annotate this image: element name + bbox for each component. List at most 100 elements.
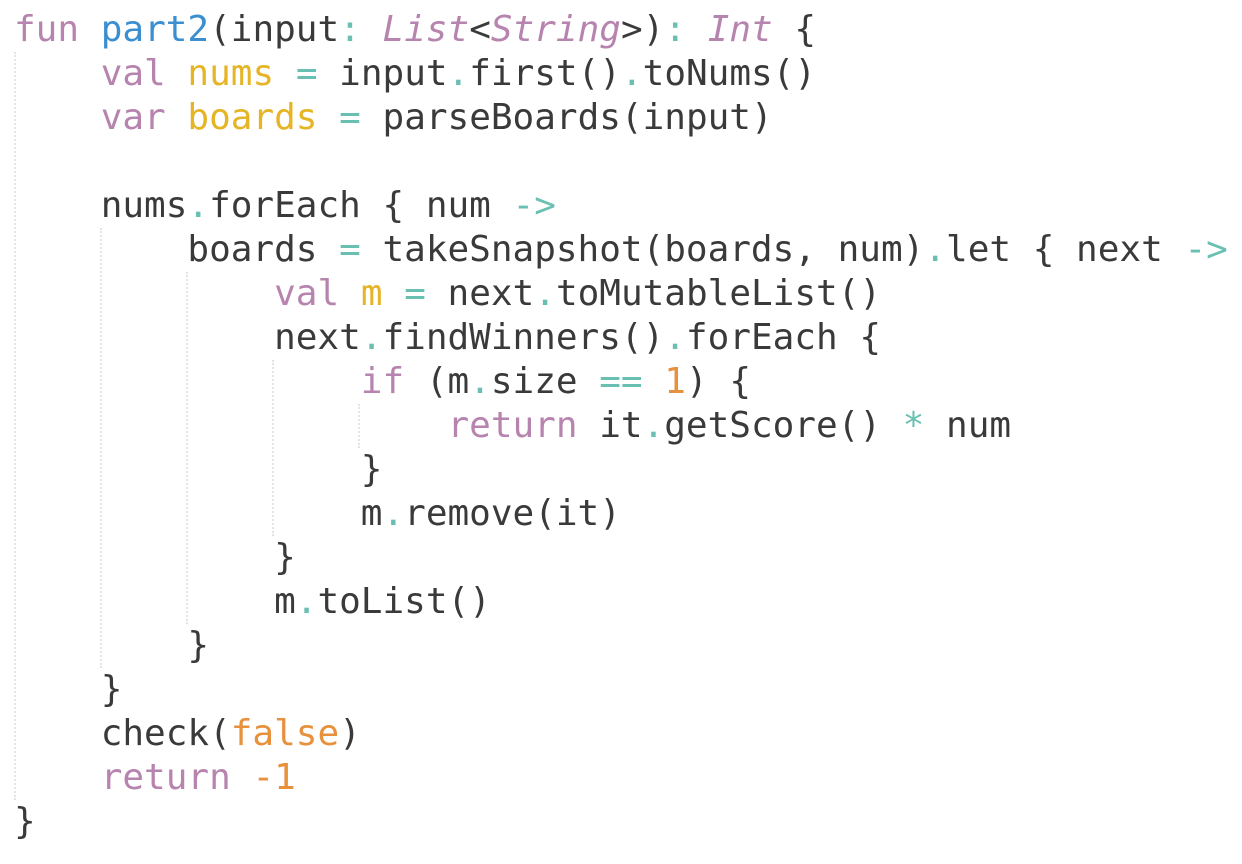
code-token: } xyxy=(14,669,123,710)
code-token: false xyxy=(230,713,340,754)
code-token: List xyxy=(382,9,470,50)
code-token: -> xyxy=(512,185,556,226)
code-token: Int xyxy=(707,9,773,50)
code-token: = xyxy=(339,229,361,270)
code-line[interactable]: var boards = parseBoards(input) xyxy=(14,96,773,140)
code-token xyxy=(14,53,101,94)
code-token xyxy=(14,405,447,446)
code-token: : xyxy=(339,9,361,50)
code-token: input xyxy=(317,53,448,94)
code-token: takeSnapshot(boards, num) xyxy=(360,229,925,270)
code-line[interactable]: m.remove(it) xyxy=(14,492,621,536)
code-token xyxy=(317,97,339,138)
code-token: } xyxy=(14,537,296,578)
code-token: it xyxy=(577,405,643,446)
code-token xyxy=(339,273,361,314)
code-token: boards xyxy=(14,229,340,270)
code-token: = xyxy=(404,273,426,314)
code-token: (m xyxy=(404,361,470,402)
code-token: val xyxy=(100,53,166,94)
code-line[interactable]: if (m.size == 1) { xyxy=(14,360,751,404)
code-token: nums xyxy=(14,185,188,226)
code-line[interactable]: } xyxy=(14,448,383,492)
code-token: if xyxy=(360,361,405,402)
code-token: < xyxy=(469,9,491,50)
code-token xyxy=(166,97,188,138)
code-token: m xyxy=(14,581,296,622)
code-token: = xyxy=(339,97,361,138)
code-token: forEach { num xyxy=(209,185,513,226)
code-line[interactable]: m.toList() xyxy=(14,580,491,624)
code-token xyxy=(14,273,274,314)
code-token: . xyxy=(469,361,491,402)
code-token: . xyxy=(295,581,318,622)
indent-guide xyxy=(358,404,360,448)
code-token: . xyxy=(360,317,383,358)
code-token: -> xyxy=(1184,229,1228,270)
code-token: var xyxy=(100,97,166,138)
code-line[interactable]: boards = takeSnapshot(boards, num).let {… xyxy=(14,228,1228,272)
code-token: num xyxy=(924,405,1012,446)
indent-guide xyxy=(272,360,274,536)
code-token: remove(it) xyxy=(404,493,621,534)
code-line[interactable]: next.findWinners().forEach { xyxy=(14,316,881,360)
code-token: boards xyxy=(187,97,318,138)
code-token: let { next xyxy=(946,229,1185,270)
code-token: nums xyxy=(187,53,275,94)
code-token: . xyxy=(924,229,947,270)
indent-guide xyxy=(186,272,188,624)
code-token: String xyxy=(490,9,621,50)
code-line[interactable]: nums.forEach { num -> xyxy=(14,184,556,228)
code-token: . xyxy=(447,53,470,94)
code-token: : xyxy=(664,9,686,50)
code-token: check( xyxy=(14,713,231,754)
code-token: parseBoards(input) xyxy=(360,97,773,138)
code-line[interactable]: } xyxy=(14,800,36,844)
code-token: val xyxy=(274,273,340,314)
code-token xyxy=(166,53,188,94)
code-token: next xyxy=(425,273,535,314)
code-token: = xyxy=(295,53,318,94)
code-token: m xyxy=(360,273,383,314)
code-token xyxy=(643,361,665,402)
code-token xyxy=(79,9,101,50)
code-token xyxy=(14,97,101,138)
code-token: >) xyxy=(620,9,665,50)
code-line[interactable]: } xyxy=(14,668,123,712)
code-token: . xyxy=(187,185,210,226)
code-token: ) xyxy=(339,713,361,754)
code-token: * xyxy=(902,405,925,446)
code-line[interactable]: val nums = input.first().toNums() xyxy=(14,52,816,96)
code-token: -1 xyxy=(252,757,296,798)
code-token xyxy=(14,361,361,402)
code-token: . xyxy=(642,405,665,446)
code-token: toList() xyxy=(317,581,491,622)
code-token: toNums() xyxy=(642,53,817,94)
code-line[interactable]: check(false) xyxy=(14,712,361,756)
code-token: } xyxy=(14,801,36,842)
code-token xyxy=(686,9,708,50)
code-token: m xyxy=(14,493,383,534)
code-token xyxy=(14,757,101,798)
indent-guide xyxy=(14,52,16,800)
code-token: } xyxy=(14,449,383,490)
code-token: == xyxy=(599,361,643,402)
indent-guide xyxy=(100,228,102,668)
code-line[interactable]: val m = next.toMutableList() xyxy=(14,272,881,316)
code-line[interactable]: } xyxy=(14,624,209,668)
code-token: part2 xyxy=(100,9,210,50)
code-token: . xyxy=(664,317,686,358)
code-token: size xyxy=(490,361,600,402)
code-token: return xyxy=(447,405,578,446)
code-token: } xyxy=(14,625,210,666)
code-token: first() xyxy=(469,53,621,94)
code-line[interactable]: fun part2(input: List<String>): Int { xyxy=(14,8,816,52)
code-line[interactable]: return -1 xyxy=(14,756,296,800)
code-token xyxy=(361,9,383,50)
code-token: next xyxy=(14,317,361,358)
code-line[interactable]: } xyxy=(14,536,296,580)
code-token xyxy=(274,53,296,94)
code-line[interactable]: return it.getScore() * num xyxy=(14,404,1011,448)
code-token: toMutableList() xyxy=(555,273,882,314)
